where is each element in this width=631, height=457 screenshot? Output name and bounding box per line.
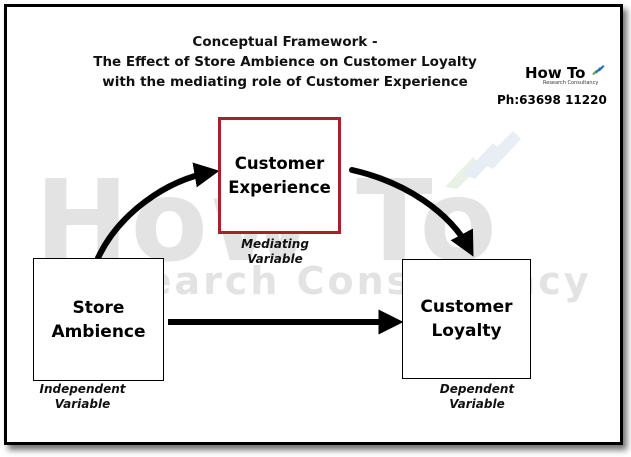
role-mediating: Mediating Variable [241, 237, 309, 266]
brand-logo: How To Research Consultancy [525, 64, 605, 86]
title-line-1: Conceptual Framework - [192, 34, 378, 50]
logo-name: How To [525, 64, 605, 82]
node-customer-experience: Customer Experience [218, 117, 341, 234]
diagram-title: Conceptual Framework - The Effect of Sto… [60, 32, 510, 92]
chevron-arrows-icon [591, 65, 605, 75]
role-dependent: Dependent Variable [439, 382, 515, 411]
node-customer-loyalty-label: Customer Loyalty [420, 297, 513, 341]
arrow-experience-to-loyalty [349, 167, 474, 257]
logo-subtitle: Research Consultancy [543, 80, 599, 86]
title-line-3: with the mediating role of Customer Expe… [102, 74, 468, 90]
phone-number: Ph:63698 11220 [497, 93, 607, 107]
watermark-chevron-icon [445, 131, 521, 189]
node-store-ambience-label: Store Ambience [51, 297, 146, 342]
node-customer-loyalty: Customer Loyalty [402, 259, 531, 379]
node-customer-experience-label: Customer Experience [228, 153, 331, 197]
node-store-ambience: Store Ambience [33, 258, 164, 381]
title-line-2: The Effect of Store Ambience on Customer… [93, 54, 477, 70]
arrow-store-to-experience [95, 162, 220, 261]
role-independent: Independent Variable [39, 382, 126, 411]
